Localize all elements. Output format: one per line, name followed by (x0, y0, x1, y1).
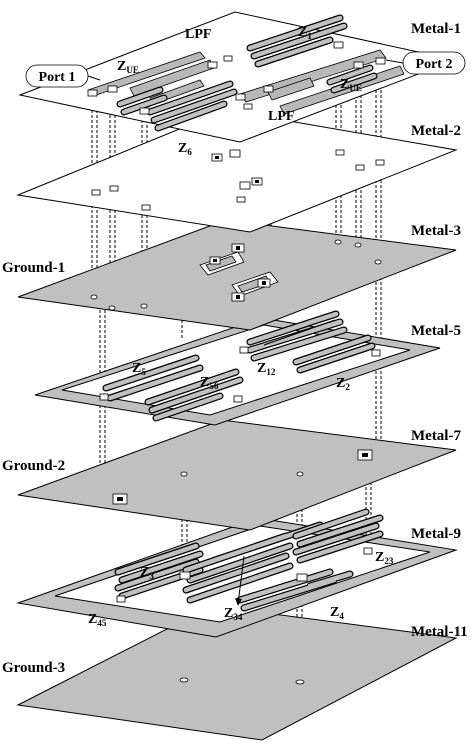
lpf-bottom-label: LPF (268, 109, 294, 124)
metal11-label: Metal-11 (411, 624, 468, 640)
z2-label: Z2 (336, 376, 350, 392)
metal5-layer (34, 310, 441, 426)
metal1-label: Metal-1 (411, 21, 461, 37)
ground3-label: Ground-3 (2, 660, 65, 676)
metal9-meander-left (114, 542, 204, 600)
metal9-meander-low (236, 568, 354, 612)
metal5-meander-right (246, 310, 376, 374)
port-1: Port 1 (25, 64, 101, 88)
metal1-plane (18, 11, 457, 143)
metal5-meander-left (102, 354, 244, 422)
z4-label: Z4 (330, 605, 344, 621)
metal9-label: Metal-9 (411, 526, 461, 542)
metal9-meander-right (292, 508, 384, 564)
zue-left-label: ZUE (117, 59, 139, 75)
metal9-meander-center (182, 521, 324, 604)
layer-labels: Metal-1 Metal-2 Metal-3 Ground-1 Metal-5… (2, 21, 468, 676)
component-labels: LPF LPF Z1 ZUE ZUE Z6 Z5 Z56 Z12 Z2 Z3 Z… (88, 25, 394, 628)
ground1-plane (17, 219, 457, 331)
z5-label: Z5 (132, 361, 146, 377)
metal3-label: Metal-3 (411, 223, 461, 239)
port-2: Port 2 (385, 51, 466, 75)
z3-label: Z3 (140, 565, 154, 581)
metal2-plane (16, 109, 458, 233)
lpf-top-label: LPF (185, 27, 211, 42)
port-2-label: Port 2 (416, 57, 453, 72)
ground2-plane (17, 419, 457, 531)
z1-label: Z1 (298, 25, 312, 41)
ground1-label: Ground-1 (2, 260, 65, 276)
port-1-label: Port 1 (39, 70, 76, 85)
metal7-label: Metal-7 (411, 428, 461, 444)
zue-right-label: ZUE (340, 77, 362, 93)
z34-label: Z34 (224, 606, 243, 622)
lpf-left-traces (87, 51, 238, 132)
ground3-plane (16, 605, 458, 741)
z12-label: Z12 (257, 361, 276, 377)
z45-label: Z45 (88, 612, 107, 628)
z56-label: Z56 (200, 375, 219, 391)
metal5-label: Metal-5 (411, 323, 461, 339)
lpf-right-traces (239, 14, 405, 115)
metal3-pads (199, 243, 279, 302)
z6-label: Z6 (178, 141, 192, 157)
metal9-layer (16, 508, 458, 638)
metal2-label: Metal-2 (411, 123, 461, 139)
z23-label: Z23 (375, 550, 394, 566)
ground2-label: Ground-2 (2, 458, 65, 474)
